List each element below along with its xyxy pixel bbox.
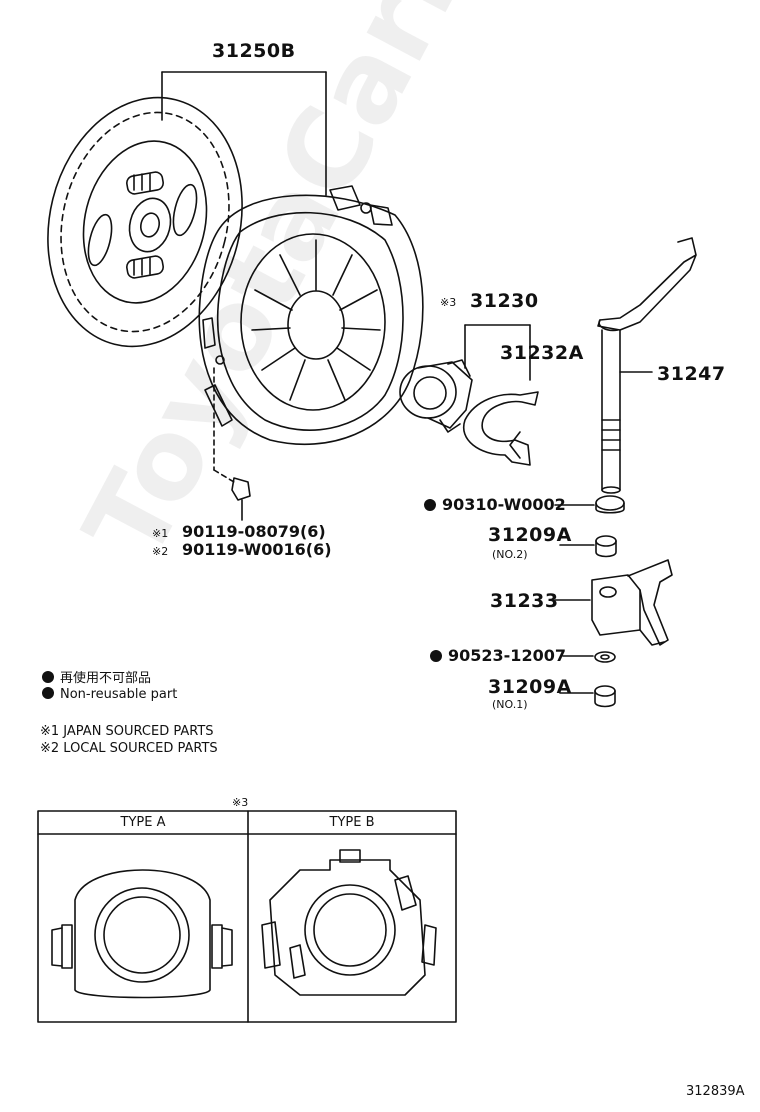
part-bolt-2-label[interactable]: 90119-W0016(6) bbox=[182, 540, 332, 559]
legend-non-reusable-jp: 再使用不可部品 bbox=[42, 667, 151, 686]
legend-bullet-icon bbox=[42, 687, 54, 699]
legend-note-1: ※1 JAPAN SOURCED PARTS bbox=[40, 724, 214, 739]
bushing-no2-illustration bbox=[559, 535, 617, 558]
leader-31250b bbox=[161, 71, 327, 196]
release-fork-illustration bbox=[554, 559, 673, 646]
bushing-no1-illustration bbox=[559, 685, 616, 708]
table-header-type-b: TYPE B bbox=[329, 815, 375, 830]
leader-31230 bbox=[464, 324, 531, 381]
release-bearing-illustration bbox=[399, 359, 473, 433]
part-31250b-label[interactable]: 31250B bbox=[212, 40, 296, 62]
hub-clip-illustration bbox=[462, 391, 539, 466]
fork-shaft-illustration bbox=[597, 237, 697, 494]
part-90310-label[interactable]: 90310-W0002 bbox=[424, 495, 566, 514]
part-bolt-1-label[interactable]: 90119-08079(6) bbox=[182, 522, 326, 541]
part-31247-label[interactable]: 31247 bbox=[657, 363, 726, 385]
part-31209a-no2-sub: (NO.2) bbox=[492, 548, 528, 561]
bolt-2-mark: ※2 bbox=[152, 545, 169, 558]
non-reusable-bullet-icon bbox=[424, 499, 436, 511]
part-90523-label[interactable]: 90523-12007 bbox=[430, 646, 566, 665]
type-b-bearing-illustration bbox=[261, 849, 437, 996]
legend-bullet-icon bbox=[42, 671, 54, 683]
bolt-1-mark: ※1 bbox=[152, 527, 169, 540]
illustration-ref-code: 312839A bbox=[686, 1084, 745, 1099]
part-31209a-no1-sub: (NO.1) bbox=[492, 698, 528, 711]
type-table bbox=[37, 810, 457, 1023]
washer-illustration bbox=[562, 651, 616, 663]
clutch-disc-illustration bbox=[47, 96, 243, 348]
legend-non-reusable-en: Non-reusable part bbox=[42, 687, 177, 702]
non-reusable-bullet-icon bbox=[430, 650, 442, 662]
table-header-type-a: TYPE A bbox=[120, 815, 166, 830]
part-31232a-label[interactable]: 31232A bbox=[500, 342, 584, 364]
part-31209a-no2-label[interactable]: 31209A bbox=[488, 524, 572, 546]
table-mark: ※3 bbox=[232, 796, 249, 809]
part-31230-mark: ※3 bbox=[440, 296, 457, 309]
type-a-bearing-illustration bbox=[51, 869, 233, 999]
part-31233-label[interactable]: 31233 bbox=[490, 590, 559, 612]
part-31209a-no1-label[interactable]: 31209A bbox=[488, 676, 572, 698]
legend-note-2: ※2 LOCAL SOURCED PARTS bbox=[40, 741, 218, 756]
part-31230-label[interactable]: 31230 bbox=[470, 290, 539, 312]
clutch-cover-illustration bbox=[198, 185, 424, 446]
bolt-illustration bbox=[213, 367, 251, 521]
oil-seal-illustration bbox=[554, 495, 625, 514]
